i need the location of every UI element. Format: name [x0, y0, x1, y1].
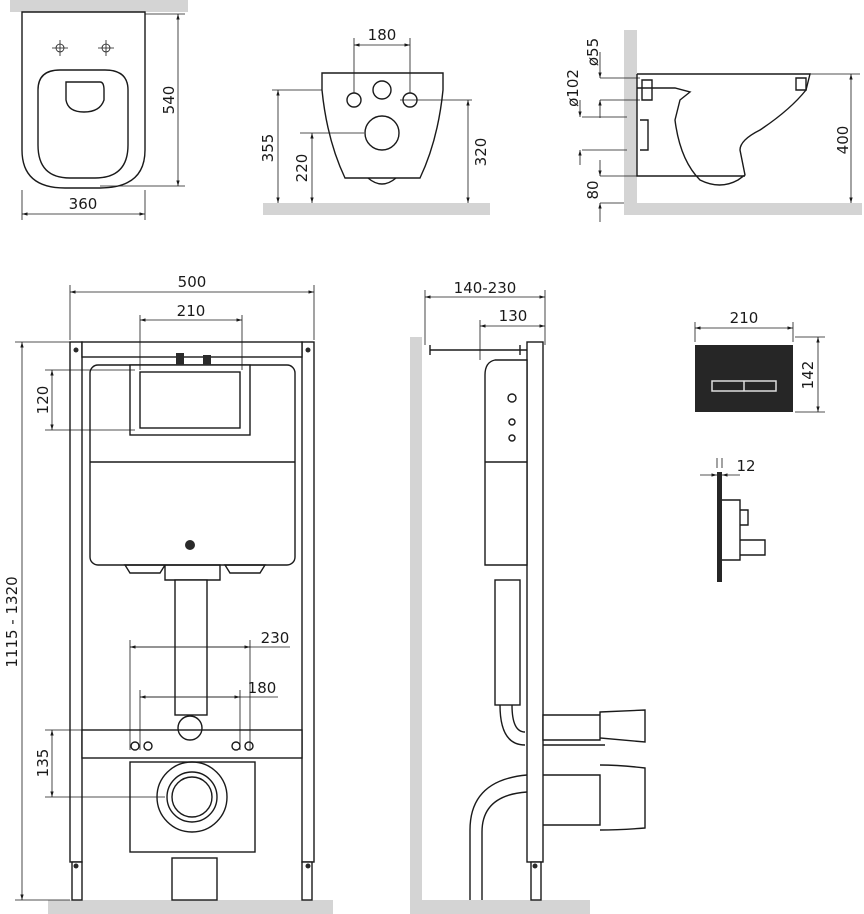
frame-side-view: 140-230 130: [410, 279, 646, 914]
dim-d102: ø102: [564, 69, 582, 107]
dim-depth: 130: [499, 307, 528, 325]
dim-plate-height: 120: [34, 386, 52, 415]
toilet-front-view: 180 355 220 320: [259, 26, 490, 215]
dim-d55: ø55: [584, 38, 602, 66]
dim-top-height: 540: [160, 86, 178, 115]
dim-lower-height: 220: [293, 154, 311, 183]
dim-flush-width: 210: [730, 309, 759, 327]
toilet-top-view: 540 360: [10, 0, 188, 220]
dim-stud-inner: 180: [248, 679, 277, 697]
dim-hole-spacing: 180: [368, 26, 397, 44]
dim-flush-height: 142: [799, 361, 817, 390]
dim-side-height: 400: [834, 126, 852, 155]
dim-top-width: 360: [69, 195, 98, 213]
dim-upper-height: 355: [259, 134, 277, 163]
dim-height-range: 1115 - 1320: [3, 576, 21, 667]
dim-right-height: 320: [472, 138, 490, 167]
dim-floor-gap: 80: [584, 180, 602, 199]
flush-plate-view: 210 142 12: [694, 309, 825, 582]
frame-front-view: 500 210 120 1115 - 1320 230 180 135: [3, 273, 333, 914]
dim-stud-outer: 230: [261, 629, 290, 647]
toilet-side-view: ø55 ø102 400 80: [564, 30, 862, 222]
dim-flush-thickness: 12: [736, 457, 755, 475]
dim-depth-range: 140-230: [454, 279, 517, 297]
dim-frame-width: 500: [178, 273, 207, 291]
dim-outlet-height: 135: [34, 749, 52, 778]
dim-plate-width: 210: [177, 302, 206, 320]
